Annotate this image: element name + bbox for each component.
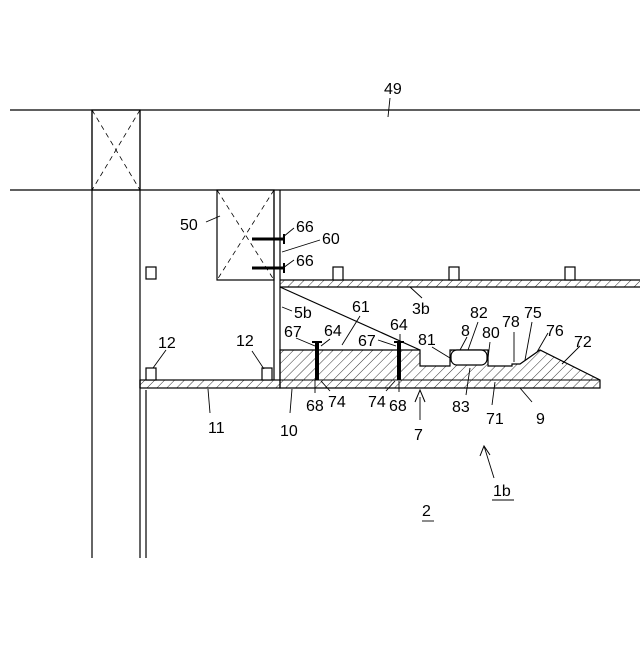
label-78: 78: [502, 314, 520, 331]
label-68-left: 68: [306, 398, 324, 415]
label-67-left: 67: [284, 324, 302, 341]
label-64-left: 64: [324, 323, 342, 340]
label-12-left: 12: [158, 335, 176, 352]
label-76: 76: [546, 323, 564, 340]
label-5b: 5b: [294, 305, 312, 322]
spacer-upper-left: [146, 267, 156, 279]
column: [92, 110, 146, 558]
label-64-right: 64: [390, 317, 408, 334]
joist-49: [10, 110, 640, 190]
component-8: [451, 350, 487, 365]
label-11: 11: [208, 420, 225, 437]
label-74-left: 74: [328, 394, 346, 411]
ceiling-board-3b: [280, 267, 640, 287]
label-74-right: 74: [368, 394, 386, 411]
floor-plate-10: [140, 380, 280, 388]
label-49: 49: [384, 81, 402, 98]
label-7: 7: [414, 427, 423, 444]
arrow-1b: [480, 446, 490, 456]
label-12-right: 12: [236, 333, 254, 350]
label-68-right: 68: [389, 398, 407, 415]
spacer-12-left: [146, 368, 156, 380]
label-83: 83: [452, 399, 470, 416]
screw-66-upper: [252, 234, 284, 244]
label-75: 75: [524, 305, 542, 322]
wall-5b: [274, 190, 280, 380]
label-61: 61: [352, 299, 370, 316]
label-82: 82: [470, 305, 488, 322]
label-3b: 3b: [412, 301, 430, 318]
label-66-upper: 66: [296, 219, 314, 236]
base-member-7: [280, 350, 600, 388]
label-60: 60: [322, 231, 340, 248]
label-9: 9: [536, 411, 545, 428]
label-72: 72: [574, 334, 592, 351]
label-10: 10: [280, 423, 298, 440]
label-2: 2: [422, 503, 431, 520]
spacer-12-right: [262, 368, 272, 380]
reference-labels: 49 50 66 60 66 3b 5b 61 82 8 80 78 75 76…: [158, 81, 592, 520]
label-50: 50: [180, 217, 198, 234]
label-8: 8: [461, 323, 470, 340]
label-1b: 1b: [493, 483, 511, 500]
label-67-right: 67: [358, 333, 376, 350]
screw-66-lower: [252, 263, 284, 273]
label-81: 81: [418, 332, 436, 349]
label-71: 71: [486, 411, 504, 428]
label-80: 80: [482, 325, 500, 342]
label-66-lower: 66: [296, 253, 314, 270]
